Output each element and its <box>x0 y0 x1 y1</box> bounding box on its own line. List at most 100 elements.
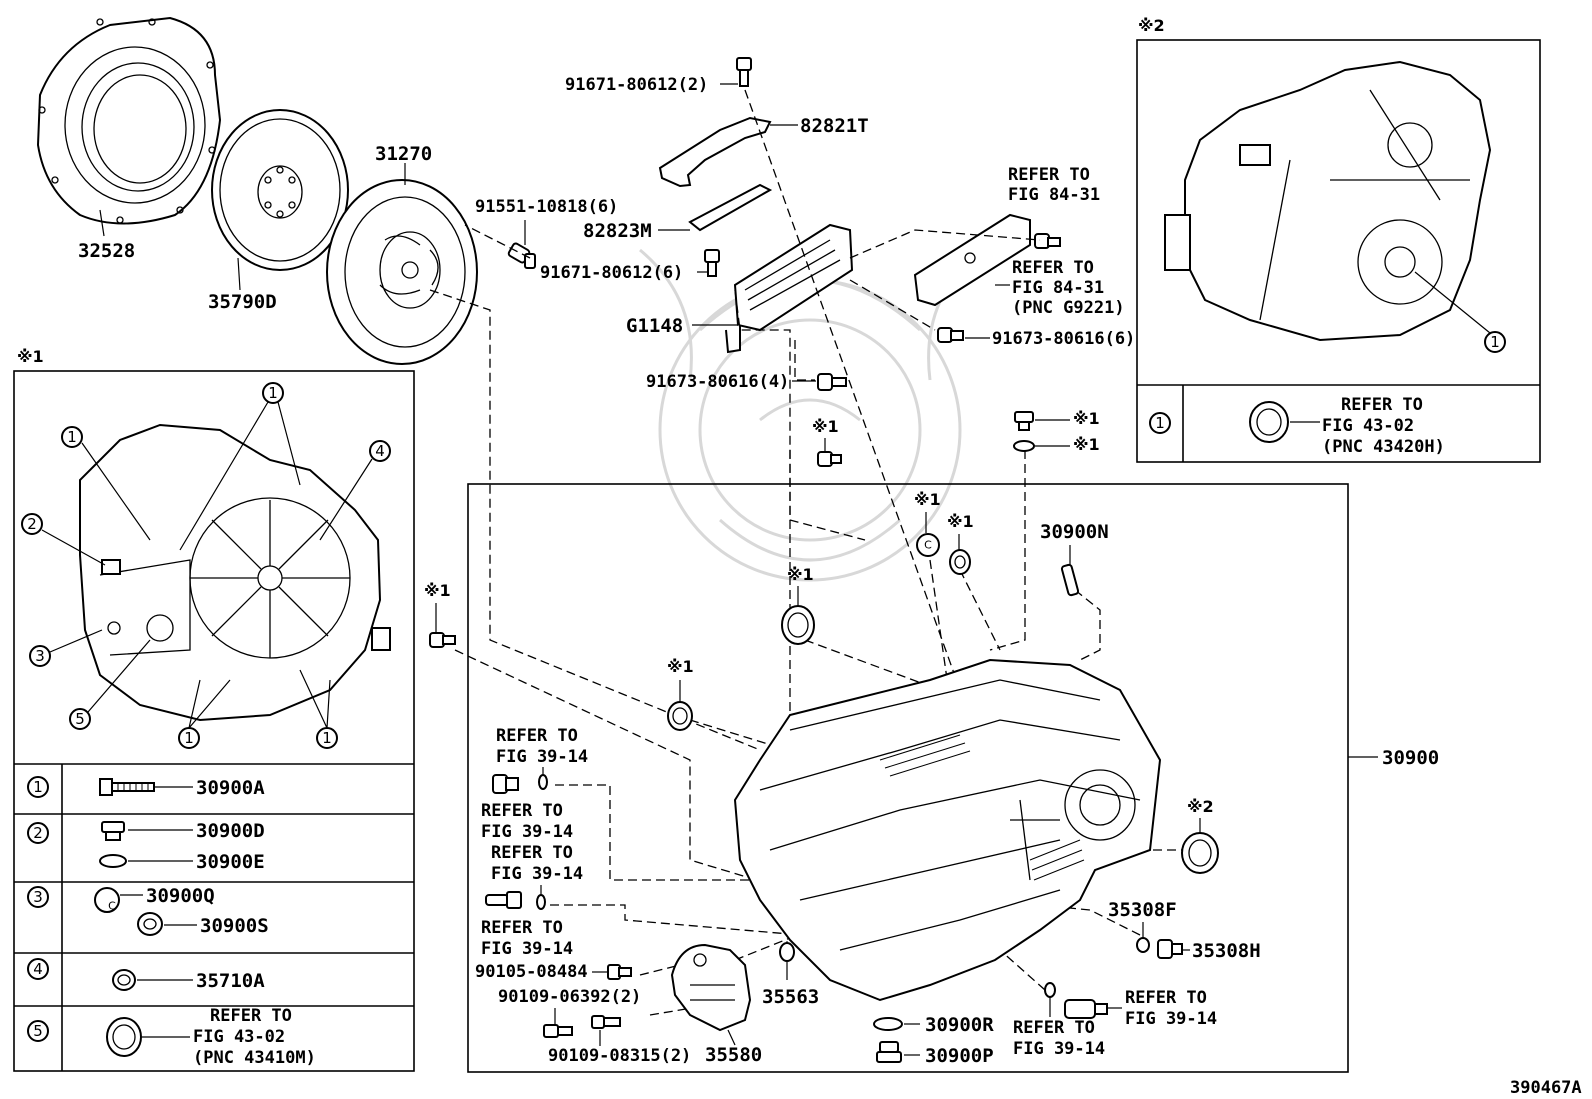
panel1-title: ※1 <box>17 347 44 366</box>
label-35580[interactable]: 35580 <box>705 1044 762 1066</box>
label-91671-6[interactable]: 91671-80612(6) <box>540 263 683 283</box>
label-91673-6[interactable]: 91673-80616(6) <box>992 329 1135 349</box>
part-35308H-plug[interactable] <box>1157 939 1183 959</box>
label-35308H[interactable]: 35308H <box>1192 940 1261 962</box>
refer-39-14-d-line2[interactable]: FIG 39-14 <box>481 939 573 959</box>
part-30900P-plug[interactable] <box>876 1041 902 1063</box>
refer-39-14-f-line2[interactable]: FIG 39-14 <box>1125 1009 1217 1029</box>
note1-seal-small: ※1 <box>667 657 694 676</box>
bolt-91673-6[interactable] <box>937 327 964 343</box>
legend-row-4[interactable]: 4 35710A <box>27 958 265 992</box>
bolt-90105[interactable] <box>607 964 632 980</box>
refer-g9221-line1[interactable]: REFER TO <box>1012 258 1094 278</box>
bolt-90109-08315[interactable] <box>591 1015 621 1029</box>
part-G1148-ecu[interactable] <box>725 223 854 354</box>
svg-text:1: 1 <box>268 384 278 402</box>
label-91673-4[interactable]: 91673-80616(4) <box>646 372 789 392</box>
label-82821T[interactable]: 82821T <box>800 115 869 137</box>
bolt-91671-top[interactable] <box>736 57 752 87</box>
seal-note1-big[interactable] <box>781 605 815 645</box>
panel2-legend-row[interactable]: 1 REFER TO FIG 43-02 (PNC 43420H) <box>1149 395 1445 457</box>
part-31270-damper[interactable] <box>326 179 478 365</box>
seal-note1-small[interactable] <box>667 701 693 731</box>
sensor-refer-39-14-c[interactable] <box>485 891 546 910</box>
part-35790D-flywheel[interactable] <box>211 109 349 271</box>
part-30900R-washer[interactable] <box>873 1017 903 1031</box>
note2-seal: ※2 <box>1187 797 1214 816</box>
svg-text:2: 2 <box>27 515 37 533</box>
bolt-91671-mid[interactable] <box>704 249 720 277</box>
refer-39-14-c-line2[interactable]: FIG 39-14 <box>491 864 583 884</box>
refer-39-14-c-line1[interactable]: REFER TO <box>491 843 573 863</box>
refer-84-31-a-line2[interactable]: FIG 84-31 <box>1008 185 1100 205</box>
bolt-note1-left[interactable] <box>429 632 456 648</box>
part-82821T-bracket[interactable] <box>658 116 772 188</box>
svg-text:1: 1 <box>1490 333 1500 351</box>
label-G1148[interactable]: G1148 <box>626 315 683 337</box>
refer-39-14-f-line1[interactable]: REFER TO <box>1125 988 1207 1008</box>
sensor-refer-39-14-e[interactable] <box>1044 982 1056 998</box>
refer-g9221-line2[interactable]: FIG 84-31 <box>1012 278 1104 298</box>
panel2-case-drawing <box>1164 60 1492 342</box>
panel2-refer-line3: (PNC 43420H) <box>1322 437 1445 457</box>
refer-39-14-b-line1[interactable]: REFER TO <box>481 801 563 821</box>
part-82823M-strip[interactable] <box>688 183 773 232</box>
bolt-refer-84-31[interactable] <box>1034 233 1061 249</box>
label-30900[interactable]: 30900 <box>1382 747 1439 769</box>
refer-39-14-d-line1[interactable]: REFER TO <box>481 918 563 938</box>
legend-30900S: 30900S <box>200 915 269 937</box>
part-35308F-oring[interactable] <box>1136 937 1150 953</box>
label-90109-2[interactable]: 90109-06392(2) <box>498 987 641 1007</box>
bolt-91551[interactable] <box>507 242 536 269</box>
plug-note1[interactable] <box>1014 411 1034 431</box>
label-90109-8315[interactable]: 90109-08315(2) <box>548 1046 691 1066</box>
svg-text:4: 4 <box>33 960 43 978</box>
label-30900P[interactable]: 30900P <box>925 1045 994 1067</box>
seal-note2[interactable] <box>1181 832 1219 874</box>
svg-text:5: 5 <box>33 1022 43 1040</box>
refer-39-14-a-line2[interactable]: FIG 39-14 <box>496 747 588 767</box>
svg-text:1: 1 <box>33 778 43 796</box>
label-90105[interactable]: 90105-08484 <box>475 962 588 982</box>
refer-39-14-e-line2[interactable]: FIG 39-14 <box>1013 1039 1105 1059</box>
label-35790D[interactable]: 35790D <box>208 291 277 313</box>
part-30900-transaxle[interactable] <box>733 658 1162 1002</box>
bolt-90109-06392[interactable] <box>543 1024 573 1038</box>
label-31270[interactable]: 31270 <box>375 143 432 165</box>
refer-g9221-line3[interactable]: (PNC G9221) <box>1012 298 1125 318</box>
label-35308F[interactable]: 35308F <box>1108 899 1177 921</box>
legend-row-3[interactable]: 3 C 30900Q 30900S <box>27 885 269 937</box>
label-35563[interactable]: 35563 <box>762 986 819 1008</box>
plug-note1-c[interactable]: C <box>916 533 940 557</box>
panel2-title: ※2 <box>1138 16 1165 35</box>
diagram-id: 390467A <box>1510 1078 1582 1098</box>
bolt-note1-a[interactable] <box>817 451 842 467</box>
legend-row-2[interactable]: 2 30900D 30900E <box>27 820 265 873</box>
refer-84-31-a-line1[interactable]: REFER TO <box>1008 165 1090 185</box>
label-30900R[interactable]: 30900R <box>925 1014 994 1036</box>
label-32528[interactable]: 32528 <box>78 240 135 262</box>
bolt-91673-4[interactable] <box>817 373 847 391</box>
washer-note1[interactable] <box>1013 440 1035 452</box>
part-35580-switch[interactable] <box>670 943 752 1032</box>
legend-30900E: 30900E <box>196 851 265 873</box>
svg-text:4: 4 <box>375 442 385 460</box>
legend-row-1[interactable]: 1 30900A <box>27 776 265 799</box>
detail-panel-note1 <box>13 370 415 1072</box>
legend-row-5[interactable]: 5 REFER TO FIG 43-02 (PNC 43410M) <box>27 1006 316 1068</box>
label-82823M[interactable]: 82823M <box>583 220 652 242</box>
refer-39-14-e-line1[interactable]: REFER TO <box>1013 1018 1095 1038</box>
label-91671-2[interactable]: 91671-80612(2) <box>565 75 708 95</box>
sensor-refer-39-14-f[interactable] <box>1064 999 1108 1019</box>
svg-text:2: 2 <box>33 824 43 842</box>
label-30900N[interactable]: 30900N <box>1040 521 1109 543</box>
part-35563-ring[interactable] <box>779 942 795 962</box>
part-32528-plate[interactable] <box>36 16 222 225</box>
part-30900N-sensor[interactable] <box>1060 563 1080 597</box>
ring-note1[interactable] <box>949 549 971 575</box>
refer-39-14-b-line2[interactable]: FIG 39-14 <box>481 822 573 842</box>
refer-39-14-a-line1[interactable]: REFER TO <box>496 726 578 746</box>
svg-text:1: 1 <box>1155 414 1165 432</box>
sensor-refer-39-14-a[interactable] <box>492 774 548 794</box>
label-91551[interactable]: 91551-10818(6) <box>475 197 618 217</box>
